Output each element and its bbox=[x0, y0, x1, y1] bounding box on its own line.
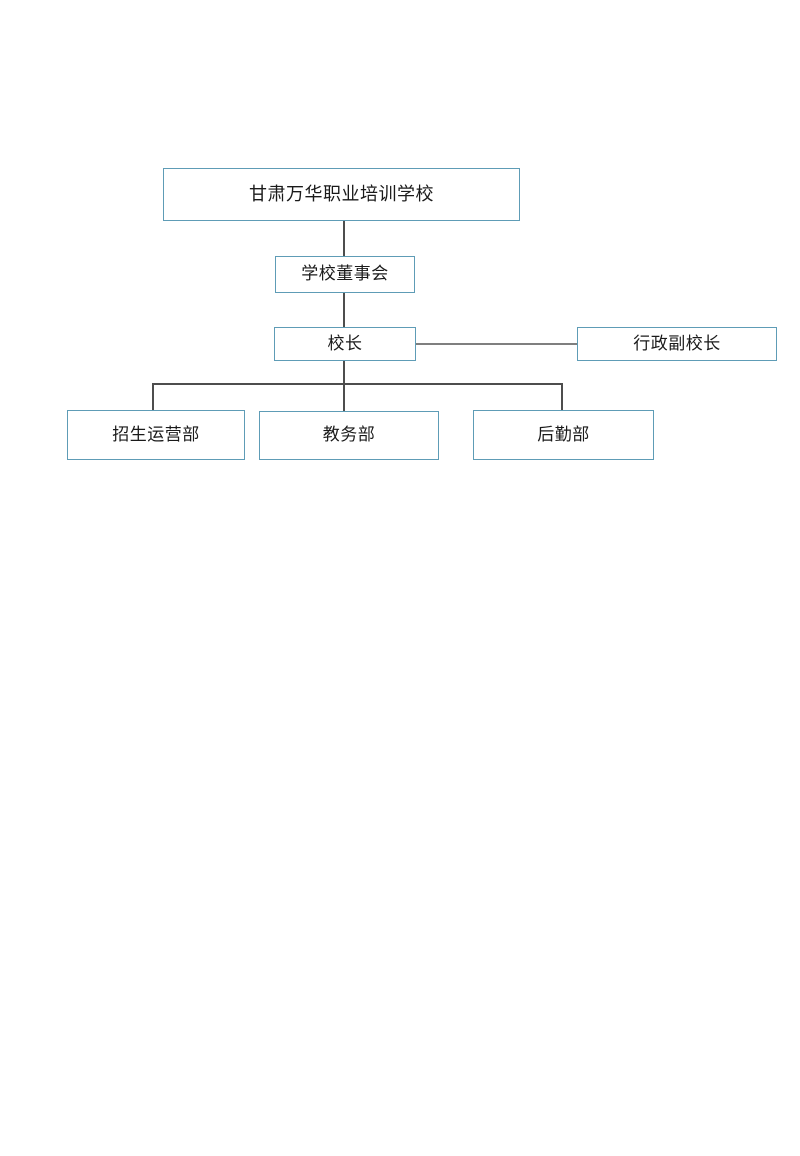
connector-bus-to-academic-affairs-department bbox=[343, 383, 345, 412]
org-node-label-board-of-directors: 学校董事会 bbox=[301, 264, 389, 285]
org-node-label-school-root: 甘肃万华职业培训学校 bbox=[249, 183, 434, 205]
connector-principal-to-bus bbox=[343, 360, 345, 385]
connector-board-to-principal bbox=[343, 292, 345, 328]
org-node-label-logistics-department: 后勤部 bbox=[537, 424, 590, 445]
connector-root-to-board bbox=[343, 221, 345, 257]
org-node-school-root[interactable]: 甘肃万华职业培训学校 bbox=[163, 168, 520, 221]
connector-bus-to-admissions-department bbox=[152, 383, 154, 411]
org-node-vice-principal[interactable]: 行政副校长 bbox=[577, 327, 777, 361]
connector-principal-to-vice-principal bbox=[415, 343, 578, 345]
org-node-label-vice-principal: 行政副校长 bbox=[633, 333, 721, 354]
org-node-admissions-department[interactable]: 招生运营部 bbox=[67, 410, 245, 460]
org-node-board-of-directors[interactable]: 学校董事会 bbox=[275, 256, 415, 293]
org-node-label-principal: 校长 bbox=[327, 333, 363, 354]
org-node-academic-affairs-department[interactable]: 教务部 bbox=[259, 411, 439, 460]
org-node-logistics-department[interactable]: 后勤部 bbox=[473, 410, 654, 460]
connector-department-bus bbox=[152, 383, 563, 385]
org-node-label-academic-affairs-department: 教务部 bbox=[322, 425, 376, 446]
org-node-principal[interactable]: 校长 bbox=[274, 327, 416, 361]
org-node-label-admissions-department: 招生运营部 bbox=[112, 424, 200, 445]
connector-bus-to-logistics-department bbox=[561, 383, 563, 411]
